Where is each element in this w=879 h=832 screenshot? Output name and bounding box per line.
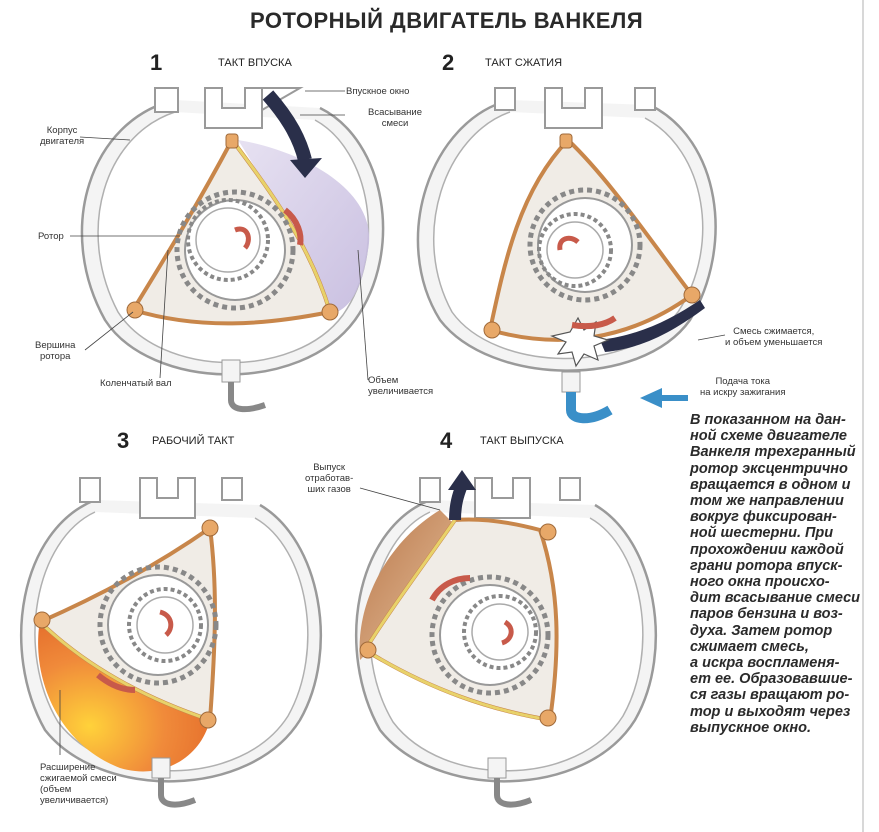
label-volume-increase-line2: увеличивается	[368, 386, 434, 397]
panel-3-stage: РАБОЧИЙ ТАКТ	[152, 435, 235, 447]
description-line: ной схеме двигателе	[690, 428, 847, 445]
label-intake-mix-line2: смеси	[381, 118, 409, 129]
label-expansion-line4: увеличивается)	[40, 795, 109, 806]
label-exhaust-line3: ших газов	[307, 484, 351, 495]
label-apex-line1: Вершина	[35, 340, 76, 351]
panel-1-number: 1	[150, 50, 163, 75]
panel-1-stage: ТАКТ ВПУСКА	[218, 57, 292, 69]
label-expansion: Расширение сжигаемой смеси (объем увелич…	[40, 762, 117, 806]
description-line: выпускное окно.	[690, 719, 812, 736]
description-line: паров бензина и воз-	[690, 606, 843, 623]
panel-2-number: 2	[442, 50, 455, 75]
label-intake-mix-line1: Всасывание	[368, 107, 423, 118]
description-line: ся газы вращают ро-	[690, 687, 850, 704]
label-apex-line2: ротора	[39, 351, 71, 362]
label-compress: Смесь сжимается, и объем уменьшается	[725, 326, 822, 348]
description-line: Ванкеля трехгранный	[690, 444, 856, 461]
description-line: ной шестерни. При	[690, 525, 834, 542]
panel-4-diagram	[355, 470, 658, 808]
panel-4-number: 4	[440, 428, 453, 453]
description-line: а искра воспламеня-	[690, 655, 840, 672]
description-line: духа. Затем ротор	[690, 622, 833, 639]
label-housing-line1: Корпус	[46, 125, 78, 136]
description-line: прохождении каждой	[690, 541, 844, 558]
panel-2-diagram	[416, 87, 726, 424]
description-line: ротор эксцентрично	[690, 460, 848, 477]
label-spark: Подача тока на искру зажигания	[700, 376, 786, 398]
description-line: вокруг фиксирован-	[690, 509, 837, 526]
label-compress-line1: Смесь сжимается,	[733, 326, 815, 337]
panel-3-number: 3	[117, 428, 130, 453]
description-line: В показанном на дан-	[690, 412, 846, 428]
label-housing: Корпус двигателя	[40, 125, 84, 147]
description-line: вращается в одном и	[690, 476, 851, 493]
label-expansion-line2: сжигаемой смеси	[40, 773, 117, 784]
label-volume-increase: Объем увеличивается	[368, 375, 433, 397]
panel-2-stage: ТАКТ СЖАТИЯ	[485, 57, 563, 69]
description-line: дит всасывание смеси	[690, 590, 861, 607]
label-expansion-line1: Расширение	[40, 762, 96, 773]
panel-4-stage: ТАКТ ВЫПУСКА	[480, 435, 564, 447]
label-spark-line2: на искру зажигания	[700, 387, 786, 398]
description-line: сжимает смесь,	[690, 638, 809, 655]
description-line: тор и выходят через	[690, 703, 851, 720]
label-compress-line2: и объем уменьшается	[725, 337, 823, 348]
label-expansion-line3: (объем	[40, 784, 72, 795]
description-line: грани ротора впуск-	[690, 557, 843, 574]
label-intake-mix: Всасывание смеси	[368, 107, 422, 129]
panel-1-diagram	[70, 87, 385, 413]
label-volume-increase-line1: Объем	[368, 375, 399, 386]
label-exhaust-line2: отработав-	[305, 473, 354, 484]
page-title: РОТОРНЫЙ ДВИГАТЕЛЬ ВАНКЕЛЯ	[250, 8, 644, 33]
description-line: том же направлении	[690, 493, 844, 510]
description-line: ного окна происхо-	[690, 574, 830, 591]
description-text: В показанном на дан- ной схеме двигателе…	[690, 412, 876, 736]
label-intake-port: Впускное окно	[346, 86, 410, 97]
label-apex: Вершина ротора	[35, 340, 75, 362]
label-crankshaft: Коленчатый вал	[100, 378, 172, 389]
label-housing-line2: двигателя	[40, 136, 85, 147]
label-exhaust: Выпуск отработав- ших газов	[305, 462, 353, 495]
panel-3-diagram	[20, 477, 323, 808]
label-rotor: Ротор	[38, 231, 64, 242]
label-exhaust-line1: Выпуск	[313, 462, 346, 473]
description-line: ет ее. Образовавшие-	[690, 671, 853, 688]
label-spark-line1: Подача тока	[715, 376, 771, 387]
page-right-border	[862, 0, 864, 832]
